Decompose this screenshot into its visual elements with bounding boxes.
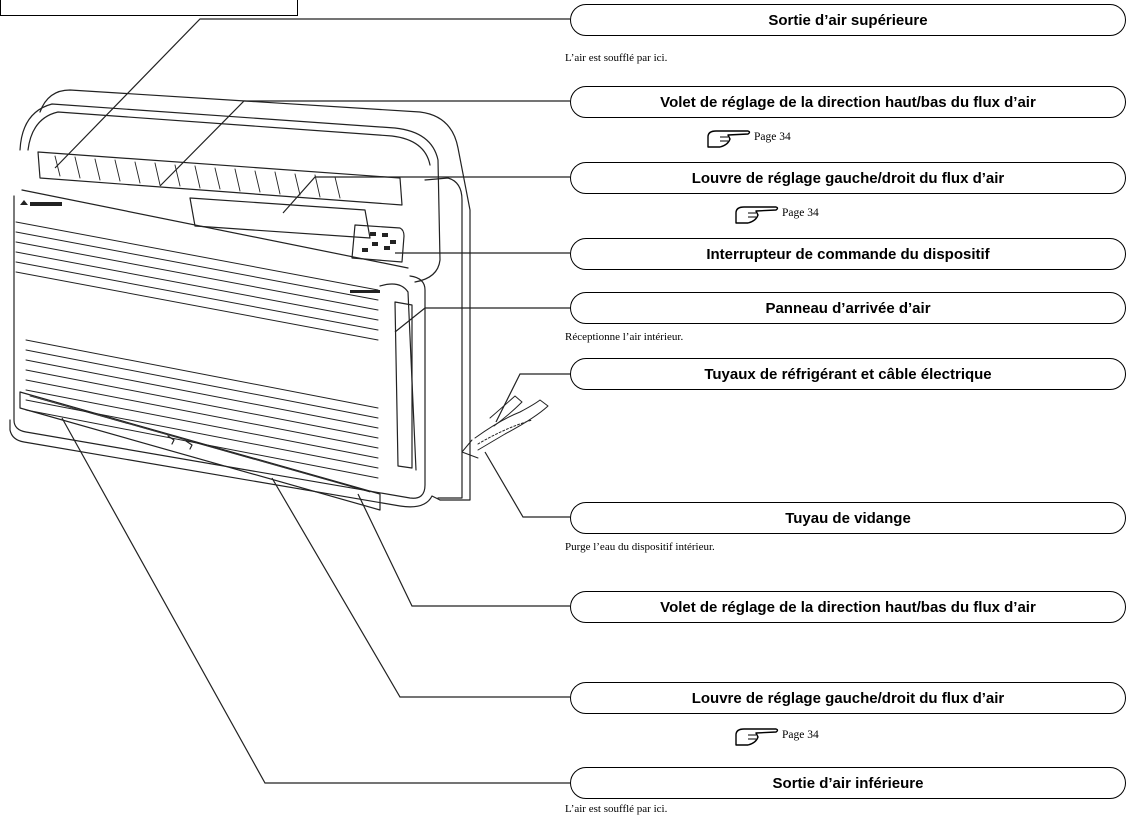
unit-base	[9, 419, 441, 508]
pageref-vane-upper: Page 34	[706, 125, 791, 149]
leader-louver-upper	[282, 176, 570, 214]
leader-vane-upper	[159, 100, 570, 187]
pointing-hand-icon	[735, 206, 779, 224]
top-vane-louvers	[54, 155, 341, 199]
label-control-switch: Interrupteur de commande du dispositif	[570, 238, 1126, 270]
bottom-outlet	[19, 391, 381, 511]
label-louver-upper: Louvre de réglage gauche/droit du flux d…	[570, 162, 1126, 194]
desc-bottom-outlet: L’air est soufflé par ici.	[565, 803, 668, 815]
leader-lines	[54, 18, 570, 784]
leader-drain	[484, 451, 570, 518]
pageref-louver-lower-text: Page 34	[782, 729, 819, 741]
label-vane-upper: Volet de réglage de la direction haut/ba…	[570, 86, 1126, 118]
label-drain: Tuyau de vidange	[570, 502, 1126, 534]
label-louver-lower: Louvre de réglage gauche/droit du flux d…	[570, 682, 1126, 714]
leader-louver-lower	[271, 477, 570, 698]
pageref-vane-upper-text: Page 34	[754, 131, 791, 143]
label-intake-panel: Panneau d’arrivée d’air	[570, 292, 1126, 324]
header-tab	[0, 0, 298, 16]
top-outlet-slot	[37, 151, 403, 206]
label-top-outlet: Sortie d’air supérieure	[570, 4, 1126, 36]
unit-top-lid	[19, 103, 441, 283]
desc-top-outlet: L’air est soufflé par ici.	[565, 52, 668, 64]
leader-vane-lower	[357, 493, 570, 607]
pageref-louver-upper-text: Page 34	[782, 207, 819, 219]
unit-casing-back	[39, 89, 471, 501]
leader-top-outlet	[54, 18, 570, 169]
pointing-hand-icon	[707, 130, 751, 148]
desc-intake-panel: Réceptionne l’air intérieur.	[565, 331, 684, 343]
leader-pipes	[495, 373, 570, 423]
refrigerant-pipes	[461, 395, 549, 459]
intake-panel	[394, 301, 413, 469]
pageref-louver-upper: Page 34	[734, 201, 819, 225]
pageref-louver-lower: Page 34	[734, 723, 819, 747]
label-bottom-outlet: Sortie d’air inférieure	[570, 767, 1126, 799]
intake-grille-upper	[15, 221, 379, 341]
unit-side-panel	[424, 177, 463, 499]
unit-front-body	[13, 195, 426, 499]
desc-drain: Purge l’eau du dispositif intérieur.	[565, 541, 715, 553]
pointing-hand-icon	[735, 728, 779, 746]
leader-intake-panel	[394, 307, 570, 333]
label-pipes: Tuyaux de réfrigérant et câble électriqu…	[570, 358, 1126, 390]
leader-bottom-outlet	[61, 417, 570, 784]
label-vane-lower: Volet de réglage de la direction haut/ba…	[570, 591, 1126, 623]
